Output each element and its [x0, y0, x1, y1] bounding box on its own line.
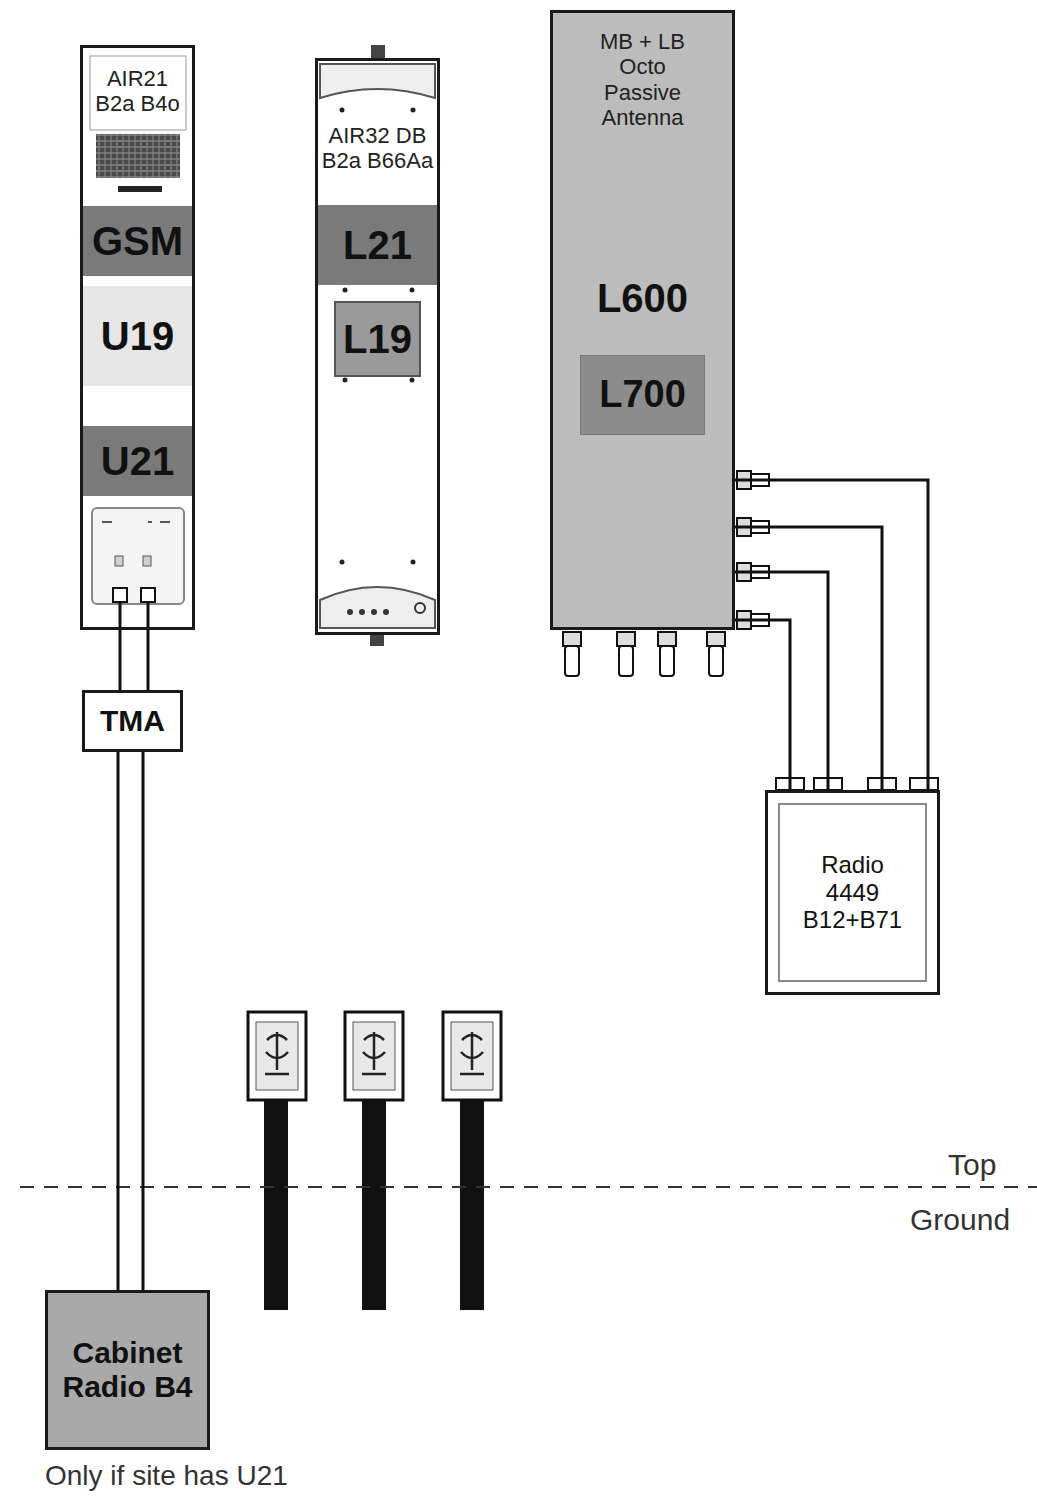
node-text: L600: [597, 275, 688, 321]
radio-unit: Radio 4449 B12+B71: [765, 790, 940, 995]
port-stub: [147, 602, 150, 630]
rivet: [410, 378, 415, 383]
port-dot: [383, 609, 389, 615]
panel-mark: [143, 556, 151, 566]
antenna-title: AIR21 B2a B4o: [92, 66, 184, 117]
rivet: [340, 108, 345, 113]
rf-port: [563, 632, 581, 646]
coax-cable: [142, 752, 145, 1290]
node-text: Cabinet Radio B4: [58, 1336, 198, 1405]
rivet: [410, 288, 415, 293]
radio-body: [765, 778, 940, 995]
mount-knob: [371, 45, 385, 58]
rivet: [343, 378, 348, 383]
panel-mark: [160, 521, 170, 523]
bottom-plate: [320, 587, 435, 628]
port-dot: [359, 609, 365, 615]
node-text: GSM: [92, 218, 183, 264]
ground-box: [256, 1022, 298, 1090]
antenna-panel: AIR21 B2a B4oGSM U19U21: [80, 45, 195, 630]
connector-panel: [92, 508, 184, 604]
rf-port: [709, 646, 723, 676]
port-dot: [415, 603, 425, 613]
coax-cable: [735, 527, 882, 790]
rf-port: [619, 646, 633, 676]
rivet: [343, 288, 348, 293]
panel-mark: [115, 556, 123, 566]
antenna-fill: [315, 58, 440, 635]
band-label: U21: [83, 426, 192, 496]
radio-frame: [779, 804, 926, 981]
rf-port: [660, 646, 674, 676]
rivet: [340, 560, 345, 565]
antenna-panel: AIR32 DB B2a B66AaL21L19: [315, 58, 440, 635]
antenna-title: AIR32 DB B2a B66Aa: [319, 123, 437, 174]
coax-cable: [735, 572, 828, 790]
ground-box: [451, 1022, 493, 1090]
coax-cable: [119, 630, 122, 690]
radio-fill: [765, 790, 940, 995]
ground-symbol: [460, 1032, 484, 1074]
coax-cable: [735, 620, 790, 790]
port-dot: [371, 609, 377, 615]
rf-port: [113, 588, 127, 602]
coax-cable: [735, 480, 928, 790]
ground-units: [248, 1012, 501, 1310]
node-text: Radio 4449 B12+B71: [803, 851, 903, 934]
label-plate: [90, 56, 186, 130]
ground-box: [345, 1012, 403, 1100]
ground-post: [460, 1100, 484, 1310]
rf-port: [658, 632, 676, 646]
ground-symbol: [362, 1032, 386, 1074]
coax-cable: [147, 630, 150, 690]
bar-mark: [118, 186, 162, 192]
rf-port: [617, 632, 635, 646]
band-label: L19: [334, 301, 421, 377]
radome-grid: [96, 134, 180, 178]
panel-mark: [102, 521, 112, 523]
port-dot: [347, 609, 353, 615]
air21-body: [80, 45, 195, 630]
band-label: L21: [318, 205, 437, 285]
coax-cable: [117, 752, 120, 1290]
rivet: [411, 108, 416, 113]
node-text: U21: [101, 438, 174, 484]
tma-box: TMA: [82, 690, 183, 752]
rf-port: [565, 646, 579, 676]
ground-post: [264, 1100, 288, 1310]
level-label: Top: [948, 1148, 996, 1183]
note-text: Only if site has U21: [45, 1460, 288, 1492]
band-label: GSM: [83, 206, 192, 276]
antenna-fill: [80, 45, 195, 630]
panel-mark: [148, 521, 152, 523]
ground-box: [353, 1022, 395, 1090]
node-text: U19: [101, 313, 174, 359]
rivet: [411, 560, 416, 565]
port-stub: [119, 602, 122, 630]
antenna-panel: MB + LB Octo Passive AntennaL600L700: [550, 10, 735, 630]
node-text: L700: [599, 373, 686, 417]
top-ground-divider: [20, 1186, 1037, 1188]
node-text: L21: [343, 222, 412, 268]
band-label: U19: [83, 286, 192, 386]
ground-box: [443, 1012, 501, 1100]
rf-port: [707, 632, 725, 646]
band-label: L700: [580, 355, 705, 435]
mount-knob: [370, 635, 384, 646]
ground-post: [362, 1100, 386, 1310]
ground-box: [248, 1012, 306, 1100]
cabinet-box: Cabinet Radio B4: [45, 1290, 210, 1450]
band-label: L600: [570, 263, 715, 333]
top-plate: [320, 64, 435, 98]
node-text: L19: [343, 316, 412, 362]
air32-body: [315, 45, 440, 646]
rf-port: [141, 588, 155, 602]
node-text: TMA: [100, 704, 165, 739]
level-label: Ground: [910, 1203, 1010, 1238]
antenna-title: MB + LB Octo Passive Antenna: [587, 29, 699, 130]
ground-symbol: [265, 1032, 289, 1074]
rf-port: [910, 778, 938, 790]
